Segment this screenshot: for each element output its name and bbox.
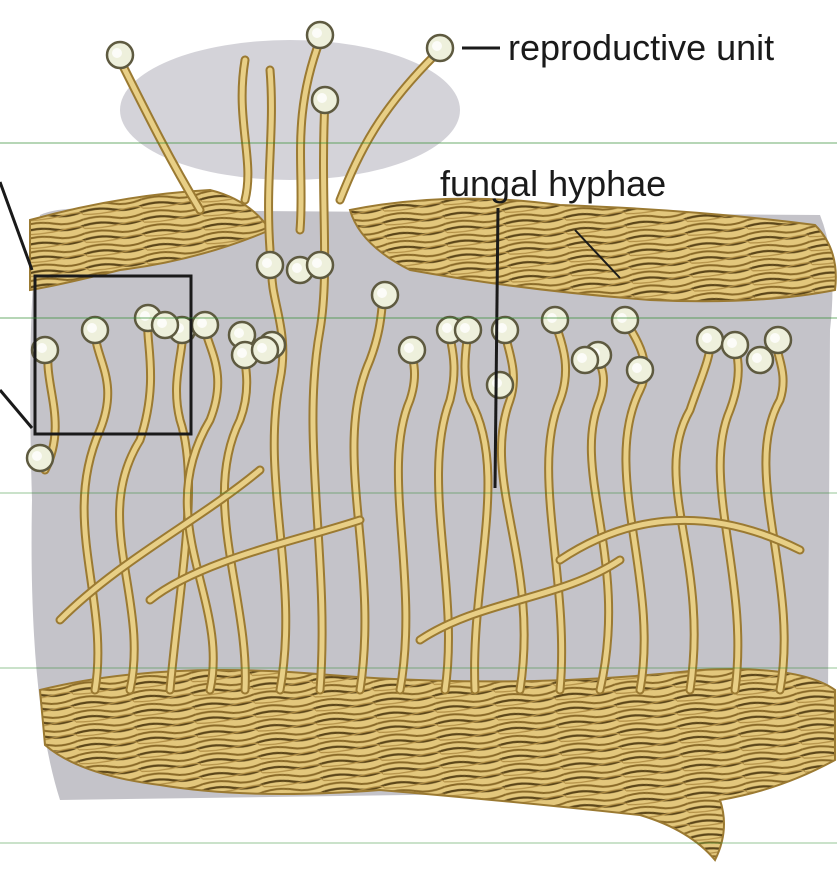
left-leader-upper xyxy=(0,182,32,270)
reproductive-unit-spore xyxy=(542,307,568,333)
reproductive-unit-spore xyxy=(257,252,283,278)
reproductive-unit-spore xyxy=(307,252,333,278)
reproductive-unit-spore xyxy=(107,42,133,68)
reproductive-unit-spore xyxy=(312,87,338,113)
reproductive-unit-spore xyxy=(82,317,108,343)
reproductive-unit-spore xyxy=(455,317,481,343)
reproductive-unit-spore xyxy=(27,445,53,471)
reproductive-unit-spore xyxy=(487,372,513,398)
reproductive-unit-spore xyxy=(427,35,453,61)
reproductive-unit-spore xyxy=(399,337,425,363)
reproductive-unit-spore xyxy=(627,357,653,383)
reproductive-unit-spore xyxy=(192,312,218,338)
reproductive-unit-spore xyxy=(572,347,598,373)
label-fungal-hyphae: fungal hyphae xyxy=(440,166,666,202)
reproductive-unit-spore xyxy=(307,22,333,48)
reproductive-unit-spore xyxy=(252,337,278,363)
label-reproductive-unit: reproductive unit xyxy=(508,30,774,66)
reproductive-unit-spore xyxy=(747,347,773,373)
reproductive-unit-spore xyxy=(697,327,723,353)
hypha-strand xyxy=(269,70,272,250)
left-leader-lower xyxy=(0,390,32,428)
reproductive-unit-spore xyxy=(612,307,638,333)
reproductive-unit-spore xyxy=(152,312,178,338)
lower-mat xyxy=(40,669,835,860)
reproductive-unit-spore xyxy=(372,282,398,308)
reproductive-unit-spore xyxy=(722,332,748,358)
